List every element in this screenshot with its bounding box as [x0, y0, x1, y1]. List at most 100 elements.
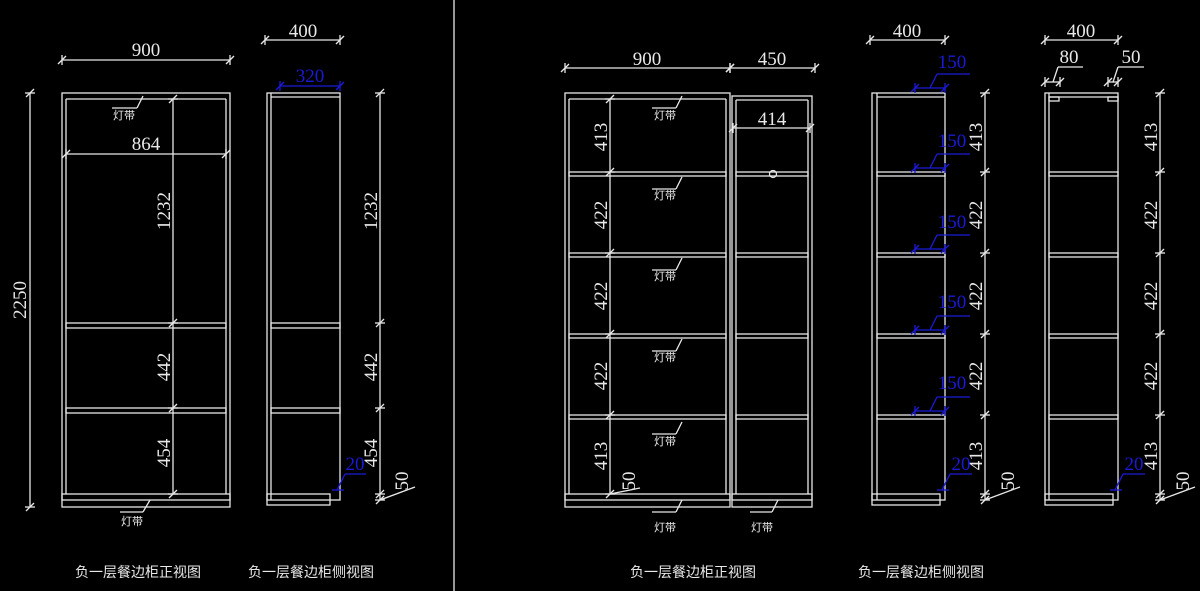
light-strip-label: 灯带 [654, 270, 676, 283]
drawing-line [929, 315, 938, 331]
plinth [871, 493, 941, 506]
drawing-line [1112, 66, 1119, 83]
shelf [568, 414, 727, 420]
dim-section-3: 422 [966, 282, 987, 311]
left-side-view: 400 320 1232 442 454 20 50 负一层餐边柜侧视图 [248, 21, 413, 581]
dim-sub-inner-width: 414 [758, 109, 787, 130]
shelf [735, 252, 809, 258]
right-side-view-a: 400 150 150 150 150 150 413 422 422 422 … [893, 21, 1019, 491]
dim-strip-offset: 150 [938, 292, 967, 313]
dim-section-1: 413 [966, 123, 987, 152]
shelf [270, 407, 341, 414]
left-front-view: 900 864 2250 1232 442 454 灯带 灯带 负一层餐边柜正视… [10, 40, 201, 581]
drawing-line [941, 473, 951, 491]
cabinet-outline [266, 92, 341, 501]
light-strip-label: 灯带 [113, 109, 135, 122]
light-strip-groove [1048, 96, 1060, 102]
drawing-line [929, 396, 938, 412]
dim-gap: 20 [1125, 454, 1144, 475]
drawing-line [929, 73, 938, 89]
dim-back-offset: 50 [1122, 47, 1141, 68]
dim-strip-offset: 150 [938, 373, 967, 394]
shelf [65, 407, 227, 414]
light-strip-label: 灯带 [654, 189, 676, 202]
shelf [270, 322, 341, 329]
dim-section-1: 413 [1141, 123, 1162, 152]
plinth [564, 493, 731, 508]
view-caption: 负一层餐边柜正视图 [75, 565, 201, 581]
drawing-line [1052, 66, 1059, 83]
light-strip-groove [1107, 96, 1119, 102]
dim-plinth: 50 [392, 472, 413, 491]
cabinet-outline [61, 92, 231, 501]
shelf [876, 252, 946, 258]
dim-section-3: 454 [361, 438, 382, 467]
drawing-line [675, 421, 683, 435]
dim-section-4: 422 [1141, 362, 1162, 391]
dim-plinth: 50 [619, 472, 640, 491]
drawing-line [675, 95, 683, 109]
shelf [568, 252, 727, 258]
dim-section-5: 413 [591, 442, 612, 471]
dim-gap: 20 [952, 454, 971, 475]
dim-strip-offset: 150 [938, 212, 967, 233]
light-strip-label: 灯带 [654, 109, 676, 122]
dim-inner-depth: 320 [296, 66, 325, 87]
drawing-line [379, 486, 416, 501]
shelf [1048, 171, 1119, 177]
dim-section-5: 413 [966, 442, 987, 471]
drawing-line [675, 499, 683, 513]
shelf [876, 414, 946, 420]
shelf [876, 171, 946, 177]
drawing-line [675, 338, 683, 352]
dim-section-3: 454 [154, 438, 175, 467]
cabinet-outline [871, 92, 946, 501]
plinth [266, 493, 331, 506]
light-strip-label: 灯带 [654, 521, 676, 534]
drawing-line [336, 473, 346, 491]
drawing-line [675, 257, 683, 271]
dim-section-5: 413 [1141, 442, 1162, 471]
dim-sub-width: 450 [758, 49, 787, 70]
view-caption: 负一层餐边柜侧视图 [858, 565, 984, 581]
dim-height: 2250 [10, 281, 31, 319]
dim-section-3: 422 [591, 282, 612, 311]
shelf [735, 333, 809, 339]
dim-width: 900 [132, 40, 161, 61]
dim-main-width: 900 [633, 49, 662, 70]
dim-depth: 400 [893, 21, 922, 42]
drawing-line [142, 499, 151, 513]
light-strip-label: 灯带 [654, 435, 676, 448]
drawing-line [771, 499, 779, 513]
dim-section-3: 422 [1141, 282, 1162, 311]
shelf [568, 333, 727, 339]
drawing-line [1114, 473, 1124, 491]
shelf [876, 333, 946, 339]
dim-section-2: 422 [966, 201, 987, 230]
cabinet-outline [1044, 92, 1119, 501]
light-strip-label: 灯带 [751, 521, 773, 534]
dim-section-1: 1232 [154, 192, 175, 230]
shelf [1048, 252, 1119, 258]
drawing-linework [25, 0, 1196, 591]
shelf [735, 414, 809, 420]
light-strip-label: 灯带 [654, 351, 676, 364]
cabinet-outline [731, 95, 813, 501]
dim-section-1: 1232 [361, 192, 382, 230]
drawing-line [609, 487, 641, 495]
dim-section-1: 413 [591, 123, 612, 152]
right-side-view-b: 400 80 50 413 422 422 422 413 20 50 负一层餐… [858, 21, 1194, 581]
dim-depth: 400 [1067, 21, 1096, 42]
right-front-view: 900 450 414 413 422 422 422 413 50 灯带 灯带… [591, 49, 787, 581]
dim-front-offset: 80 [1060, 47, 1079, 68]
dim-strip-offset: 150 [938, 52, 967, 73]
light-strip-label: 灯带 [121, 515, 143, 528]
dim-plinth: 50 [998, 472, 1019, 491]
dim-section-4: 422 [591, 362, 612, 391]
dim-strip-offset: 150 [938, 131, 967, 152]
dim-section-2: 422 [1141, 201, 1162, 230]
drawing-line [929, 234, 938, 250]
view-caption: 负一层餐边柜侧视图 [248, 565, 374, 581]
drawing-line [1159, 486, 1196, 501]
